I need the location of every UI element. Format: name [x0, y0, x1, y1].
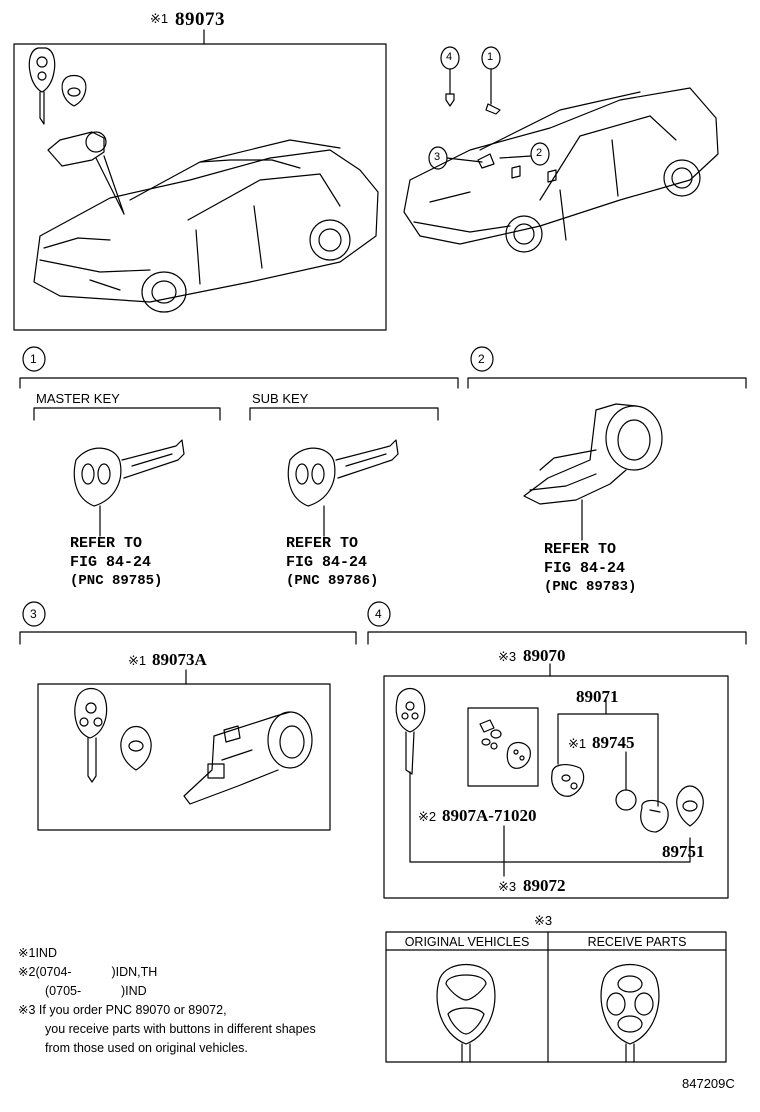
refer-master-line2: FIG 84-24 — [70, 554, 152, 571]
sec3-cylinder-icon — [183, 711, 313, 805]
original-key-head-icon — [436, 964, 496, 1063]
refer-housing-line1: REFER TO — [544, 541, 617, 558]
battery-icon — [615, 789, 637, 811]
sec4-board-icon — [551, 764, 585, 797]
footnotes: ※1IND ※2(0704-)IDN,TH (0705-)IND ※3 If y… — [18, 944, 388, 1058]
note-1: ※1IND — [18, 946, 57, 960]
refer-master: REFER TO FIG 84-24 (PNC 89785) — [70, 534, 162, 591]
header-receive-parts: RECEIVE PARTS — [587, 935, 687, 949]
compare-mark: ※3 — [534, 913, 553, 928]
pnc-89071: 89071 — [576, 687, 619, 706]
cylinder-housing-icon — [523, 403, 663, 541]
refer-housing: REFER TO FIG 84-24 (PNC 89783) — [544, 540, 636, 597]
header-original-vehicles: ORIGINAL VEHICLES — [404, 935, 530, 949]
top-ignition-cylinder-icon — [47, 131, 125, 215]
sec4-button-set-icon — [479, 719, 531, 769]
figure-id: 847209C — [682, 1076, 735, 1091]
top-left-frame — [13, 29, 387, 331]
callout-1: 1 — [487, 51, 494, 63]
pnc-89070: 89070 — [523, 646, 566, 665]
sec4-key-icon — [395, 687, 426, 775]
note-3-line3: from those used on original vehicles. — [45, 1041, 248, 1055]
top-left-car — [33, 139, 379, 313]
pnc-89073: 89073 — [175, 9, 225, 30]
refer-master-line1: REFER TO — [70, 535, 143, 552]
callout-2: 2 — [536, 147, 543, 159]
top-key-icon — [28, 47, 56, 125]
section3-frame — [37, 669, 331, 831]
refer-housing-line2: FIG 84-24 — [544, 560, 626, 577]
sub-key-label: SUB KEY — [252, 391, 309, 406]
refer-sub-line1: REFER TO — [286, 535, 359, 552]
sec3-transponder-icon — [120, 725, 152, 771]
comparison-table — [385, 931, 727, 1063]
sec4-transponder-icon — [676, 785, 704, 827]
note-3-line1: ※3 If you order PNC 89070 or 89072, — [18, 1003, 227, 1017]
master-key-icon — [73, 439, 185, 537]
section-2-number: 2 — [478, 352, 485, 366]
refer-housing-line3: (PNC 89783) — [544, 579, 637, 595]
master-key-label: MASTER KEY — [36, 391, 120, 406]
section-3-number: 3 — [30, 607, 37, 621]
note-3-line2: you receive parts with buttons in differ… — [45, 1022, 316, 1036]
sec4-mark3a: ※3 — [498, 649, 517, 664]
callout-3: 3 — [434, 151, 441, 163]
callout-4: 4 — [446, 51, 453, 63]
receive-key-head-icon — [600, 964, 660, 1063]
sec3-mark: ※1 — [128, 653, 147, 668]
section-1-number: 1 — [30, 352, 37, 366]
pnc-89751: 89751 — [662, 842, 705, 861]
refer-sub: REFER TO FIG 84-24 (PNC 89786) — [286, 534, 378, 591]
top-transponder-icon — [61, 74, 87, 107]
section-brackets — [19, 346, 747, 645]
top-mark: ※1 — [150, 11, 169, 26]
pnc-8907A-71020: 8907A-71020 — [442, 806, 537, 825]
sec4-mark3b: ※3 — [498, 879, 517, 894]
note-2-line1: ※2(0704-)IDN,TH — [18, 965, 158, 979]
section-4-number: 4 — [375, 607, 382, 621]
pnc-89745: 89745 — [592, 733, 635, 752]
note-2-line2: (0705-)IND — [45, 984, 147, 998]
pnc-89072: 89072 — [523, 876, 566, 895]
sec4-mark1: ※1 — [568, 736, 587, 751]
sub-key-icon — [287, 439, 399, 537]
sec4-case-icon — [640, 799, 669, 833]
sec3-key-icon — [74, 687, 108, 783]
sec4-mark2: ※2 — [418, 809, 437, 824]
refer-sub-line2: FIG 84-24 — [286, 554, 368, 571]
top-right-car — [403, 87, 719, 253]
section4-frame — [383, 663, 729, 899]
callout-circles — [428, 46, 557, 183]
refer-sub-line3: (PNC 89786) — [286, 573, 379, 589]
pnc-89073A: 89073A — [152, 650, 207, 669]
refer-master-line3: (PNC 89785) — [70, 573, 163, 589]
